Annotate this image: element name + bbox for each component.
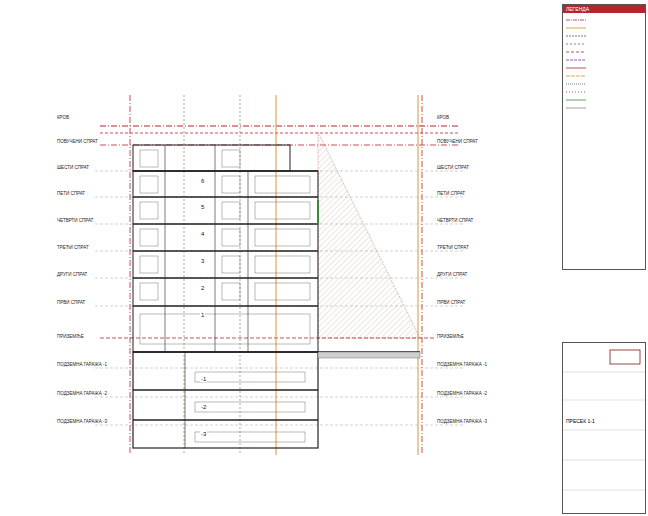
level-label: ДРУГИ СПРАТ [56, 272, 88, 277]
floor-number: 6 [200, 178, 205, 184]
level-label: ШЕСТИ СПРАТ [56, 165, 90, 170]
level-label: ПРВИ СПРАТ [56, 300, 86, 305]
level-label: ПОДЗЕМНА ГАРАЖА -3 [56, 419, 108, 424]
floor-number: -1 [200, 376, 207, 382]
level-label: ПРИЗЕМЉЕ [436, 334, 465, 339]
level-label: ПЕТИ СПРАТ [56, 191, 86, 196]
sheet-title: ПРЕСЕК 1-1 [563, 417, 645, 425]
floor-number: 3 [200, 258, 205, 264]
level-label: КРОВ [56, 115, 70, 120]
level-label: ЧЕТВРТИ СПРАТ [56, 218, 94, 223]
level-label: ДРУГИ СПРАТ [436, 272, 468, 277]
floor-number: 4 [200, 231, 205, 237]
level-label: ТРЕЋИ СПРАТ [436, 245, 470, 250]
level-label: ПОДЗЕМНА ГАРАЖА -3 [436, 419, 488, 424]
level-label: ПРВИ СПРАТ [436, 300, 466, 305]
level-label: ПЕТИ СПРАТ [436, 191, 466, 196]
level-label: ПОДЗЕМНА ГАРАЖА -2 [436, 391, 488, 396]
floor-number: 2 [200, 285, 205, 291]
level-label: ШЕСТИ СПРАТ [436, 165, 470, 170]
floor-number: -2 [200, 404, 207, 410]
level-label: ПОДЗЕМНА ГАРАЖА -1 [436, 362, 488, 367]
floor-number: -3 [200, 431, 207, 437]
title-block: ПРЕСЕК 1-1 [562, 342, 646, 514]
legend-box: ЛЕГЕНДА [562, 4, 646, 270]
floor-number: 5 [200, 204, 205, 210]
level-label: ЧЕТВРТИ СПРАТ [436, 218, 474, 223]
level-label: ПОДЗЕМНА ГАРАЖА -2 [56, 391, 108, 396]
level-label: ПОДЗЕМНА ГАРАЖА -1 [56, 362, 108, 367]
level-label: КРОВ [436, 115, 450, 120]
level-label: ТРЕЋИ СПРАТ [56, 245, 90, 250]
level-label: ПОВУЧЕНИ СПРАТ [436, 139, 479, 144]
level-label: ПРИЗЕМЉЕ [56, 334, 85, 339]
legend-heading: ЛЕГЕНДА [563, 5, 645, 13]
floor-number: 1 [200, 312, 205, 318]
level-label: ПОВУЧЕНИ СПРАТ [56, 139, 99, 144]
